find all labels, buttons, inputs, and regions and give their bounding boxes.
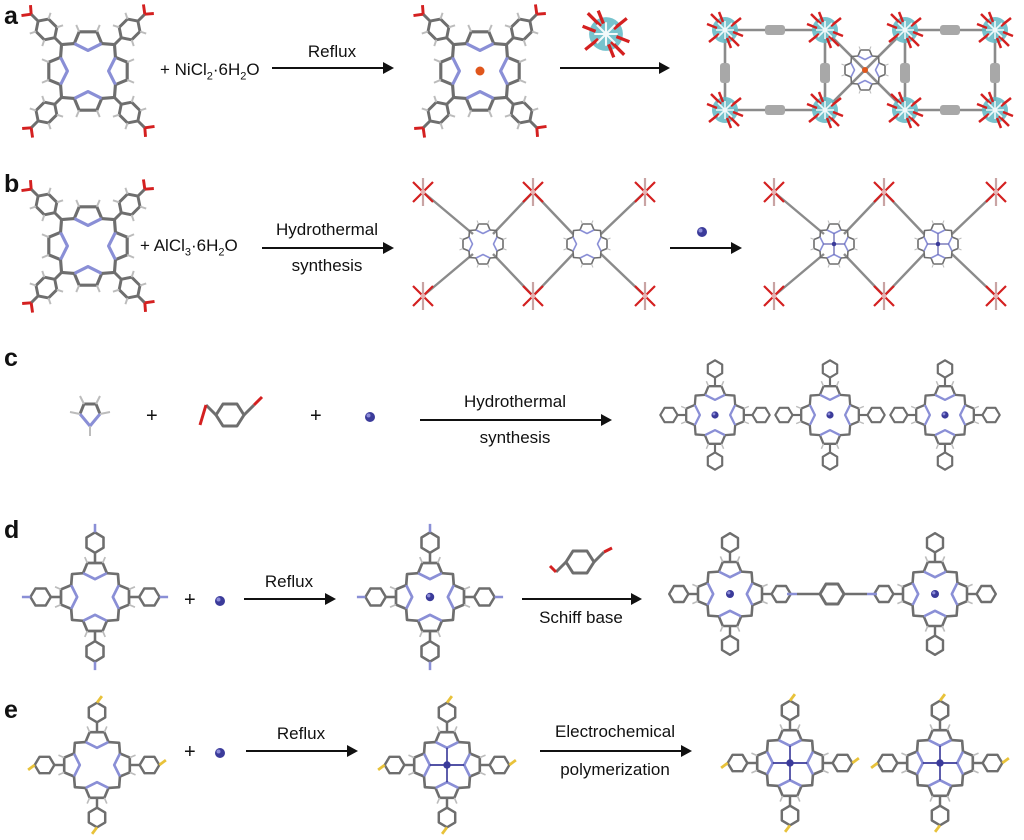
reagent-nicl2: + NiCl2·6H2O [160, 60, 260, 83]
panel-c: c + + Hydrothermal synthesis [0, 340, 1024, 490]
arrow-label-synthesis: synthesis [479, 428, 551, 447]
porphyrin-polymer-c [640, 340, 1020, 490]
reagent-alcl3: + AlCl3·6H2O [140, 236, 238, 259]
panel-d: d + Reflux Schiff base [0, 510, 1024, 675]
terephthalaldehyde [198, 395, 264, 428]
reaction-arrow [420, 414, 612, 426]
mof-framework-a [705, 10, 1015, 130]
thienyl-porphyrin [27, 695, 167, 835]
panel-label: d [4, 516, 20, 544]
terephthalaldehyde [548, 546, 613, 575]
panel-b: b + AlCl3·6H2O Hydrothermal synthesis [0, 168, 1024, 318]
arrow-label-schiff-base: Schiff base [539, 608, 623, 627]
reaction-arrow [522, 593, 642, 605]
reaction-arrow [272, 62, 394, 74]
electropolymerized-porphyrin [720, 693, 1010, 833]
metal-atom [697, 227, 707, 237]
arrow-label-hydrothermal: Hydrothermal [275, 220, 379, 239]
arrow-label-electrochemical: Electrochemical [555, 722, 675, 741]
reaction-arrow [670, 242, 742, 254]
zr-cluster-icon [580, 8, 632, 60]
metal-atom [365, 412, 375, 422]
panel-a: a + NiCl2·6H2O Reflux [0, 0, 1024, 145]
panel-label: a [4, 2, 18, 30]
panel-label: b [4, 170, 20, 198]
panel-label: c [4, 344, 18, 372]
arrow-label-reflux: Reflux [307, 42, 357, 61]
panel-e: e + Reflux Electrochemical polymerizatio… [0, 688, 1024, 840]
reaction-arrow [244, 593, 336, 605]
metal-atom [215, 748, 225, 758]
metalated-aminophenyl-porphyrin [356, 523, 504, 671]
plus-sign: + [310, 405, 322, 427]
reaction-arrow [246, 745, 358, 757]
schiff-base-polymer [655, 514, 1010, 674]
aminophenyl-porphyrin [21, 523, 169, 671]
metalated-thienyl-porphyrin [377, 695, 517, 835]
al-framework [411, 176, 657, 312]
arrow-label-polymerization: polymerization [560, 760, 670, 779]
pyrrole [69, 395, 111, 436]
tcpp-ligand [28, 180, 148, 310]
arrow-label-synthesis: synthesis [291, 256, 363, 275]
arrow-label-reflux: Reflux [276, 724, 326, 743]
arrow-label-reflux: Reflux [264, 572, 314, 591]
al-framework-metalated [762, 176, 1008, 312]
reaction-arrow [262, 242, 394, 254]
reaction-arrow [540, 745, 692, 757]
metal-atom [215, 596, 225, 606]
plus-sign: + [184, 589, 196, 611]
plus-sign: + [146, 405, 158, 427]
reaction-arrow [560, 62, 670, 74]
ni-porphyrin [420, 5, 540, 135]
panel-label: e [4, 696, 18, 724]
tcpp-ligand [28, 5, 148, 135]
plus-sign: + [184, 741, 196, 763]
arrow-label-hydrothermal: Hydrothermal [463, 392, 567, 411]
